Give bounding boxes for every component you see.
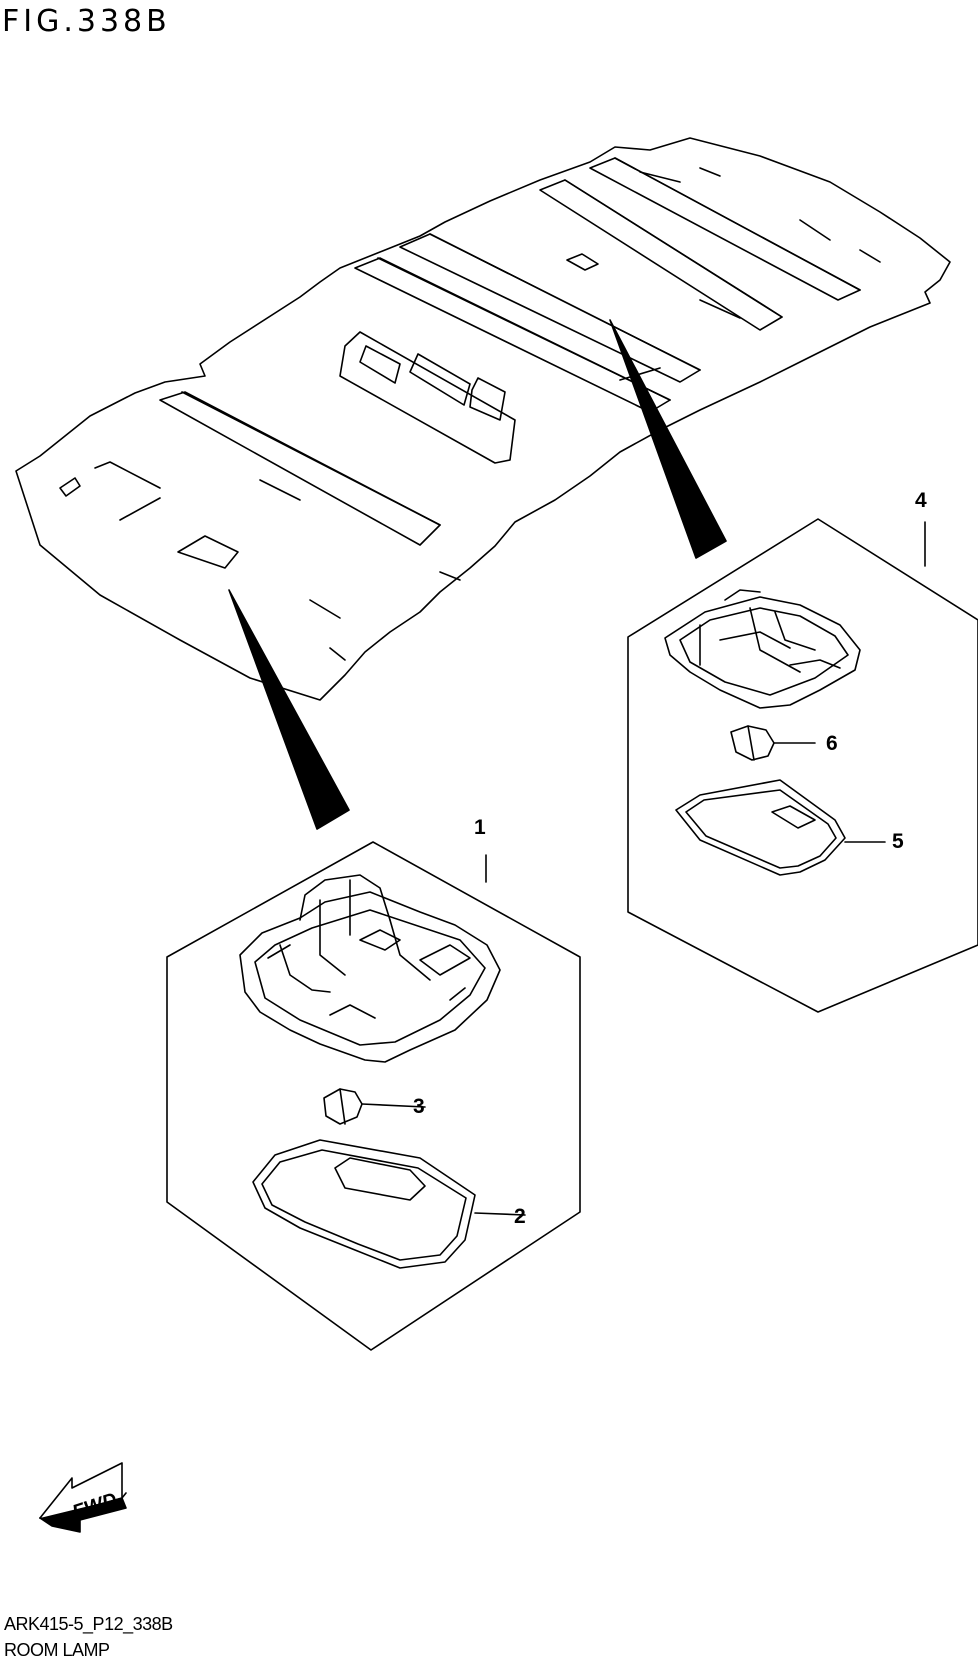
rear-lamp-lens — [675, 779, 886, 876]
diagram-name: ROOM LAMP — [4, 1640, 110, 1660]
pointer-wedge-rear — [609, 319, 727, 559]
front-lamp-lens — [252, 1139, 526, 1269]
callout-3: 3 — [413, 1095, 425, 1118]
callout-1: 1 — [474, 816, 486, 839]
callout-5: 5 — [892, 830, 904, 853]
callout-6: 6 — [826, 732, 838, 755]
diagram-code: ARK415-5_P12_338B — [4, 1614, 173, 1634]
figure-title: FIG.338B — [2, 4, 171, 39]
callout-4: 4 — [915, 489, 927, 512]
front-lamp-housing — [239, 874, 501, 1063]
headliner — [15, 137, 951, 701]
assembly-frame-1 — [166, 841, 581, 1351]
rear-lamp-bulb — [730, 725, 816, 761]
fwd-arrow-icon — [39, 1462, 127, 1533]
front-lamp-bulb — [323, 1088, 426, 1125]
pointer-wedge-front — [228, 589, 350, 830]
assembly-frame-4 — [627, 518, 978, 1013]
callout-2: 2 — [514, 1205, 526, 1228]
rear-lamp-housing — [664, 589, 861, 709]
